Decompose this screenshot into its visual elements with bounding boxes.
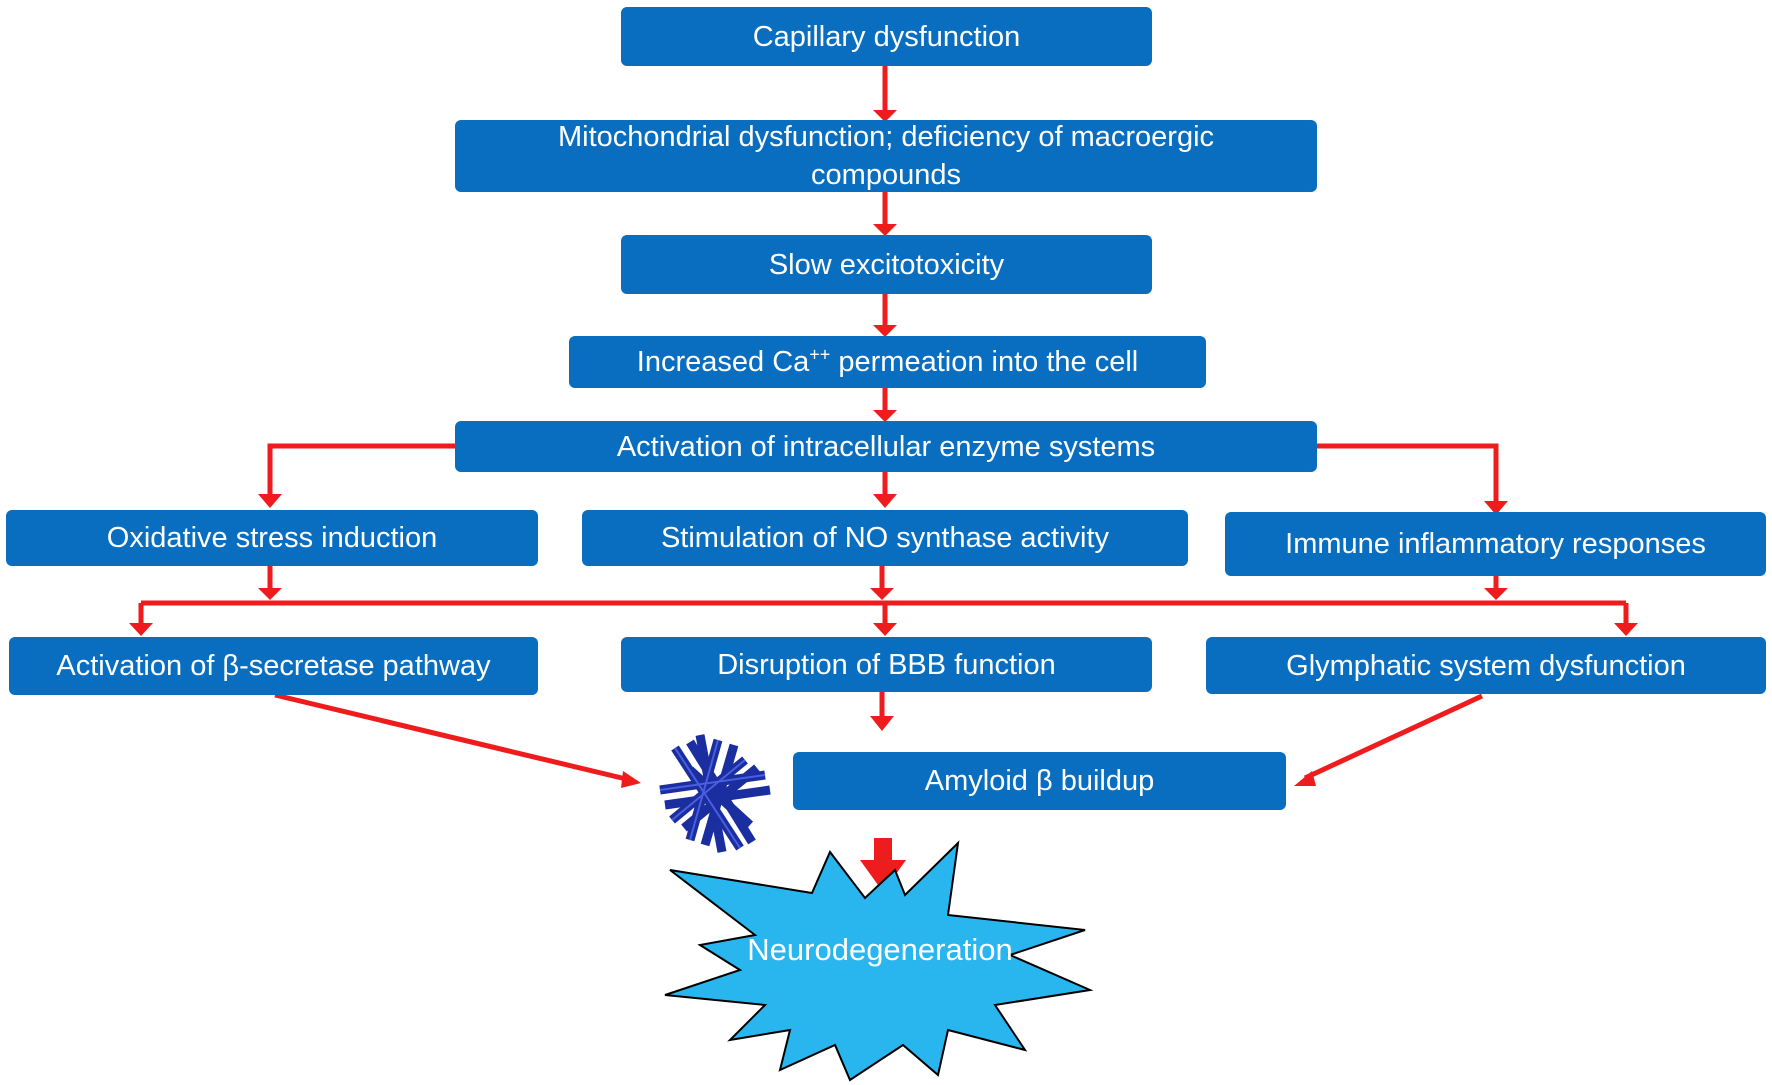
- node-label: Glymphatic system dysfunction: [1286, 649, 1686, 682]
- node-immune-inflammatory: Immune inflammatory responses: [1225, 512, 1766, 576]
- node-label: Oxidative stress induction: [106, 522, 438, 554]
- node-label: Mitochondrial dysfunction; deficiency of…: [557, 121, 1215, 191]
- connector-enzyme-right: [1316, 443, 1499, 503]
- arrowhead: [258, 588, 282, 600]
- node-calcium-permeation: Increased Ca++ permeation into the cell: [569, 336, 1206, 388]
- node-label: Increased Ca++ permeation into the cell: [637, 343, 1138, 381]
- arrowhead: [1484, 588, 1508, 600]
- amyloid-fibrils-highlight: [659, 739, 766, 849]
- node-oxidative-stress: Oxidative stress induction: [6, 510, 538, 566]
- calcium-text: Increased Ca: [636, 346, 810, 378]
- arrowhead: [873, 224, 897, 236]
- node-beta-secretase: Activation of β-secretase pathway: [9, 637, 538, 695]
- starburst-shape: [664, 840, 1094, 1082]
- node-bbb-disruption: Disruption of BBB function: [621, 637, 1152, 692]
- arrowhead: [873, 410, 897, 422]
- arrowhead: [870, 588, 894, 600]
- connector-enzyme-left: [267, 443, 455, 496]
- node-label: Slow excitotoxicity: [768, 248, 1005, 281]
- node-label: Activation of intracellular enzyme syste…: [616, 430, 1156, 463]
- arrow-glymphatic-to-amyloid: [1303, 693, 1484, 781]
- node-label: Amyloid β buildup: [924, 765, 1155, 797]
- node-slow-excitotoxicity: Slow excitotoxicity: [621, 235, 1152, 294]
- arrowhead: [873, 494, 897, 508]
- arrowhead: [129, 623, 153, 636]
- node-capillary-dysfunction: Capillary dysfunction: [621, 7, 1152, 66]
- calcium-text-rest: permeation into the cell: [830, 346, 1139, 378]
- node-label: Stimulation of NO synthase activity: [660, 522, 1110, 554]
- node-glymphatic-dysfunction: Glymphatic system dysfunction: [1206, 637, 1766, 694]
- neurodegeneration-label: Neurodegeneration: [747, 932, 1013, 967]
- node-enzyme-activation: Activation of intracellular enzyme syste…: [455, 421, 1317, 472]
- arrowhead: [870, 716, 894, 731]
- node-label: Disruption of BBB function: [717, 648, 1056, 681]
- node-label: Capillary dysfunction: [752, 20, 1021, 53]
- arrowhead: [873, 110, 897, 122]
- node-mitochondrial-dysfunction: Mitochondrial dysfunction; deficiency of…: [455, 120, 1317, 192]
- block-arrow-amyloid-to-burst: [860, 838, 906, 892]
- arrowhead: [873, 623, 897, 636]
- arrowhead: [1614, 623, 1638, 636]
- arrowhead: [621, 771, 641, 788]
- arrowhead: [1484, 501, 1508, 515]
- calcium-charge: ++: [809, 344, 831, 365]
- arrowhead: [258, 494, 282, 508]
- node-no-synthase: Stimulation of NO synthase activity: [582, 510, 1188, 566]
- arrowhead: [873, 325, 897, 337]
- node-label: Immune inflammatory responses: [1285, 528, 1706, 560]
- arrowhead: [1294, 771, 1316, 786]
- node-amyloid-buildup: Amyloid β buildup: [793, 752, 1286, 810]
- arrow-secretase-to-fibrils: [274, 692, 627, 782]
- node-label: Activation of β-secretase pathway: [56, 650, 491, 682]
